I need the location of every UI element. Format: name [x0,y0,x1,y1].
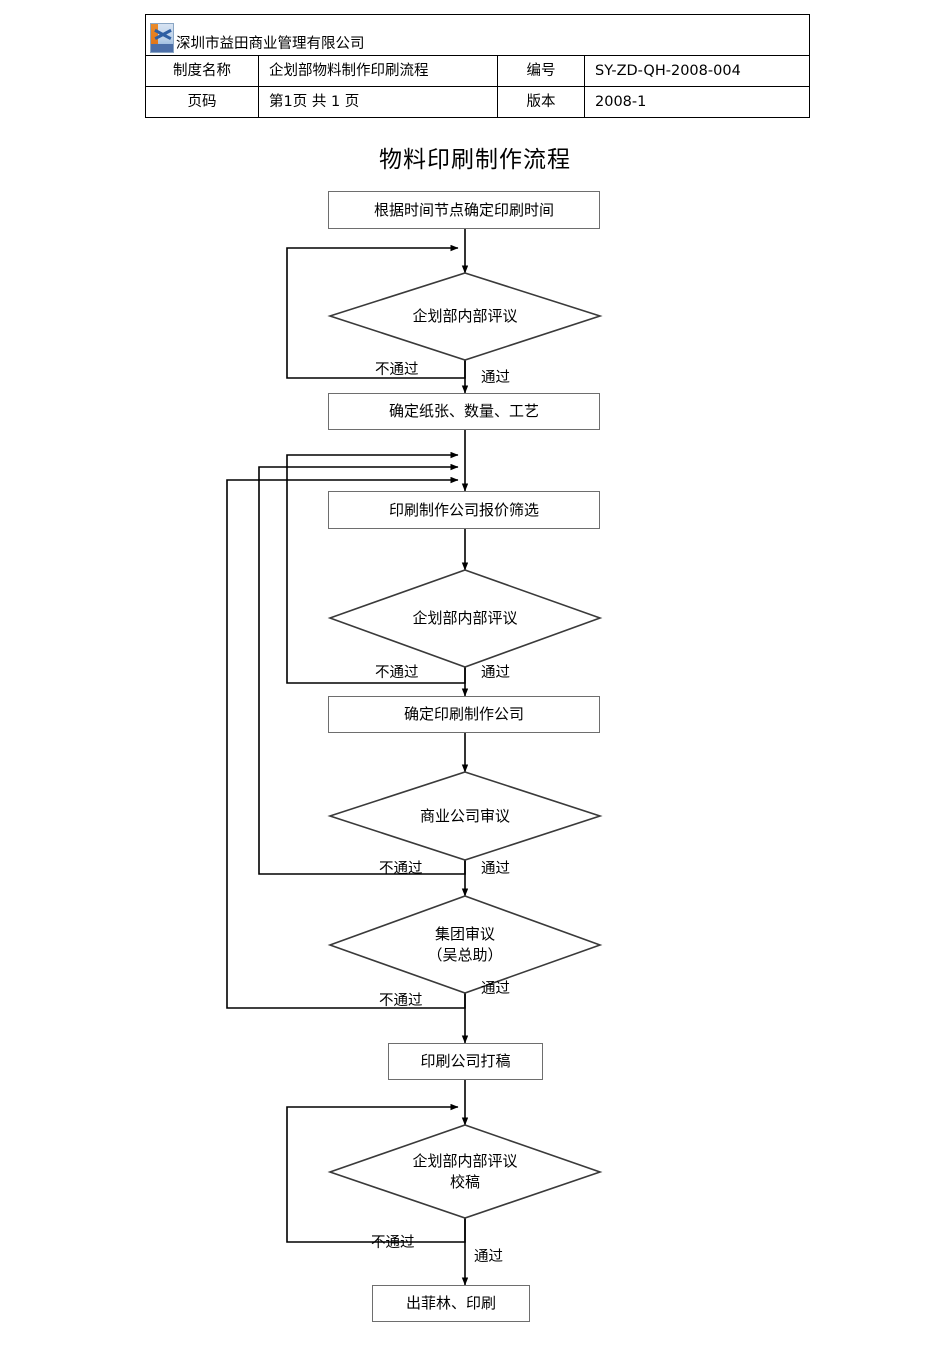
flow-node-confirm-printing-company[interactable]: 确定印刷制作公司 [328,696,600,733]
node-label: 印刷制作公司报价筛选 [388,500,539,519]
decision-shape-d2 [327,569,603,668]
node-label: 商业公司审议 [419,806,510,825]
row-label-policy-name: 制度名称 [145,55,259,87]
decision-shape-d1 [327,272,603,361]
node-label: 根据时间节点确定印刷时间 [373,200,554,219]
flow-decision-internal-review-proofread[interactable]: 企划部内部评议 校稿 [330,1125,600,1218]
node-label: 集团审议 [434,925,495,944]
flow-node-film-output-printing[interactable]: 出菲林、印刷 [372,1285,530,1322]
flow-decision-internal-review-2[interactable]: 企划部内部评议 [330,570,600,667]
company-logo-image-icon [150,23,174,53]
header-logo-row: 深圳市益田商业管理有限公司 [145,14,810,56]
edge-label-fail-d1: 不通过 [375,362,419,378]
flow-node-printing-company-proof[interactable]: 印刷公司打稿 [388,1043,543,1080]
edge-label-pass-d2: 通过 [481,665,510,681]
edge-label-pass-d3: 通过 [481,861,510,877]
flow-node-confirm-print-time[interactable]: 根据时间节点确定印刷时间 [328,191,600,229]
flow-node-printing-company-quote-screening[interactable]: 印刷制作公司报价筛选 [328,491,600,529]
node-label: 企划部内部评议 [412,609,518,628]
edge-label-fail-d5: 不通过 [371,1235,415,1251]
node-label: 确定印刷制作公司 [403,705,524,724]
decision-shape-d3 [327,771,603,861]
edge-label-fail-d4: 不通过 [379,993,423,1009]
edge-label-pass-d5: 通过 [474,1249,503,1265]
row-value-page: 第1页 共 1 页 [258,86,498,118]
table-row: 制度名称 企划部物料制作印刷流程 编号 SY-ZD-QH-2008-004 [145,55,810,87]
row-label-doc-number: 编号 [497,55,585,87]
row-label-page: 页码 [145,86,259,118]
row-value-doc-number: SY-ZD-QH-2008-004 [584,55,810,87]
node-sublabel: 校稿 [449,1172,480,1191]
edge-d1-loopback [286,244,466,379]
decision-shape-d4 [327,895,603,994]
company-name: 深圳市益田商业管理有限公司 [176,35,365,52]
company-header-cell: 深圳市益田商业管理有限公司 [145,14,810,56]
edge-label-pass-d4: 通过 [481,981,510,997]
flow-decision-internal-review-1[interactable]: 企划部内部评议 [330,273,600,360]
flowchart-title: 物料印刷制作流程 [379,147,571,173]
node-label: 企划部内部评议 [412,1152,518,1171]
edge-label-fail-d2: 不通过 [375,665,419,681]
flow-decision-group-review[interactable]: 集团审议 （吴总助） [330,896,600,993]
table-row: 页码 第1页 共 1 页 版本 2008-1 [145,86,810,118]
node-label: 确定纸张、数量、工艺 [388,402,539,421]
document-header-table: 深圳市益田商业管理有限公司 制度名称 企划部物料制作印刷流程 编号 SY-ZD-… [145,14,810,118]
decision-shape-d5 [327,1124,603,1219]
edge-label-fail-d3: 不通过 [379,861,423,877]
edge-label-pass-d1: 通过 [481,370,510,386]
flow-node-confirm-paper-qty-craft[interactable]: 确定纸张、数量、工艺 [328,393,600,430]
node-label: 出菲林、印刷 [405,1294,496,1313]
node-label: 企划部内部评议 [412,307,518,326]
row-label-version: 版本 [497,86,585,118]
node-sublabel: （吴总助） [427,945,503,964]
node-label: 印刷公司打稿 [420,1052,511,1071]
row-value-version: 2008-1 [584,86,810,118]
flow-decision-commercial-company-review[interactable]: 商业公司审议 [330,772,600,860]
